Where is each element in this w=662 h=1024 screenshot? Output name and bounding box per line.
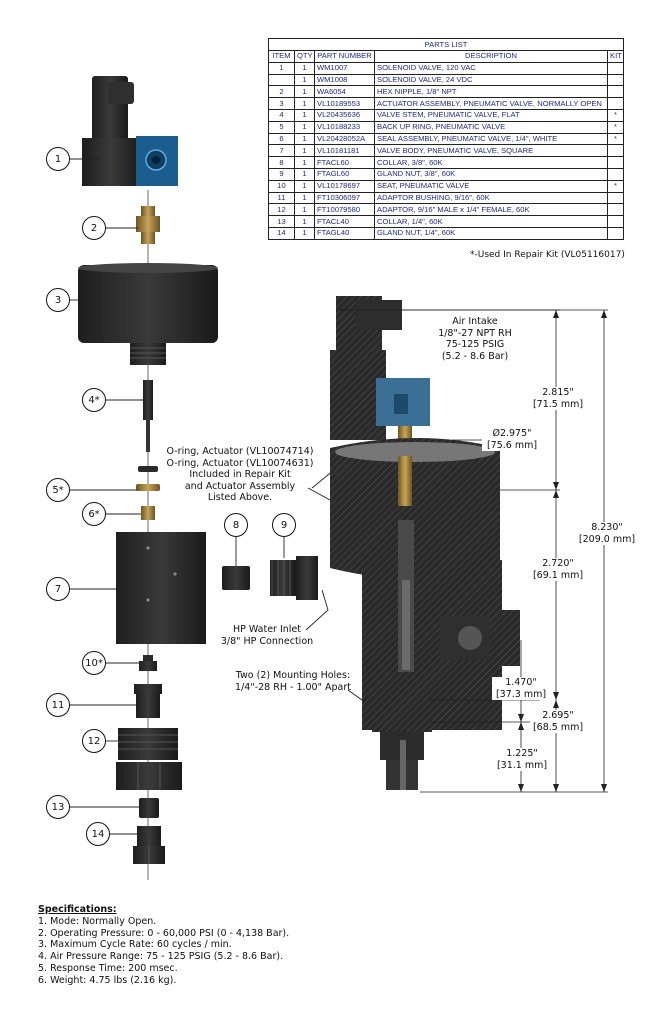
table-cell <box>606 73 625 87</box>
table-cell: * <box>606 108 625 122</box>
collar-1-4-part <box>139 798 159 818</box>
table-cell: 1 <box>268 61 295 75</box>
dim-2975-diameter: Ø2.975"[75.6 mm] <box>482 428 542 451</box>
mounting-holes-note: Two (2) Mounting Holes:1/4"-28 RH - 1.00… <box>235 670 351 693</box>
specifications-heading: Specifications: <box>38 904 117 915</box>
callout-2: 2 <box>82 216 106 240</box>
table-cell: GLAND NUT, 1/4", 60K <box>374 226 608 240</box>
parts-list-title-row: PARTS LIST <box>267 38 625 51</box>
callout-8: 8 <box>224 513 248 537</box>
table-cell: 4 <box>268 108 295 122</box>
spec-item: 3. Maximum Cycle Rate: 60 cycles / min. <box>38 939 232 951</box>
callout-7: 7 <box>46 577 70 601</box>
specifications-block: Specifications: 1. Mode: Normally Open. … <box>38 904 289 987</box>
dim-8230: 8.230"[209.0 mm] <box>578 522 636 545</box>
parts-list-title: PARTS LIST <box>267 38 625 51</box>
gland-nut-1-4-part <box>133 826 165 864</box>
table-cell: VL10189553 <box>314 97 375 110</box>
callout-12: 12 <box>82 729 106 753</box>
table-cell <box>606 61 625 75</box>
table-cell: WA6054 <box>314 85 375 99</box>
spec-item: 4. Air Pressure Range: 75 - 125 PSIG (5.… <box>38 951 284 963</box>
repair-kit-note: *-Used In Repair Kit (VL05116017) <box>470 250 625 260</box>
callout-3: 3 <box>46 288 70 312</box>
dim-2815: 2.815"[71.5 mm] <box>530 387 586 410</box>
gland-nut-3-8-part <box>270 556 318 600</box>
dim-1225: 1.225"[31.1 mm] <box>494 748 550 771</box>
valve-body-part <box>116 532 206 644</box>
callout-5: 5* <box>46 478 70 502</box>
table-cell <box>606 85 625 99</box>
oring-note: O-ring, Actuator (VL10074714)O-ring, Act… <box>166 446 314 503</box>
table-cell: 2 <box>268 85 295 99</box>
dim-1470: 1.470"[37.3 mm] <box>492 677 550 700</box>
solenoid-valve-part <box>82 76 178 186</box>
callout-6: 6* <box>82 502 106 526</box>
dimension-arrows <box>518 310 607 792</box>
callout-1: 1 <box>46 147 70 171</box>
seat-part <box>139 655 157 671</box>
actuator-assembly-part <box>78 263 218 365</box>
dimension-lines <box>340 309 608 793</box>
cross-section-view <box>330 296 520 790</box>
callout-14: 14 <box>86 822 110 846</box>
backup-ring-part <box>136 466 160 491</box>
callout-9: 9 <box>272 513 296 537</box>
collar-3-8-part <box>222 566 250 590</box>
table-cell: 1 <box>294 61 315 75</box>
table-cell: 14 <box>268 226 295 240</box>
callout-13: 13 <box>46 795 70 819</box>
spec-item: 1. Mode: Normally Open. <box>38 915 157 927</box>
seal-assembly-part <box>141 506 155 520</box>
spec-item: 6. Weight: 4.75 lbs (2.16 kg). <box>38 974 177 986</box>
valve-stem-part <box>143 380 153 452</box>
table-cell <box>606 97 625 110</box>
spec-item: 5. Response Time: 200 msec. <box>38 962 178 974</box>
callout-10: 10* <box>82 651 106 675</box>
adaptor-part <box>116 728 182 790</box>
table-cell: HEX NIPPLE, 1/8" NPT <box>374 85 608 99</box>
callout-4: 4* <box>82 388 106 412</box>
adaptor-bushing-part <box>134 684 162 718</box>
dim-2695: 2.695"[68.5 mm] <box>530 710 586 733</box>
dim-2720: 2.720"[69.1 mm] <box>530 558 586 581</box>
spec-item: 2. Operating Pressure: 0 - 60,000 PSI (0… <box>38 927 290 939</box>
table-cell <box>606 226 625 240</box>
hex-nipple-part <box>136 206 160 244</box>
callout-11: 11 <box>46 693 70 717</box>
